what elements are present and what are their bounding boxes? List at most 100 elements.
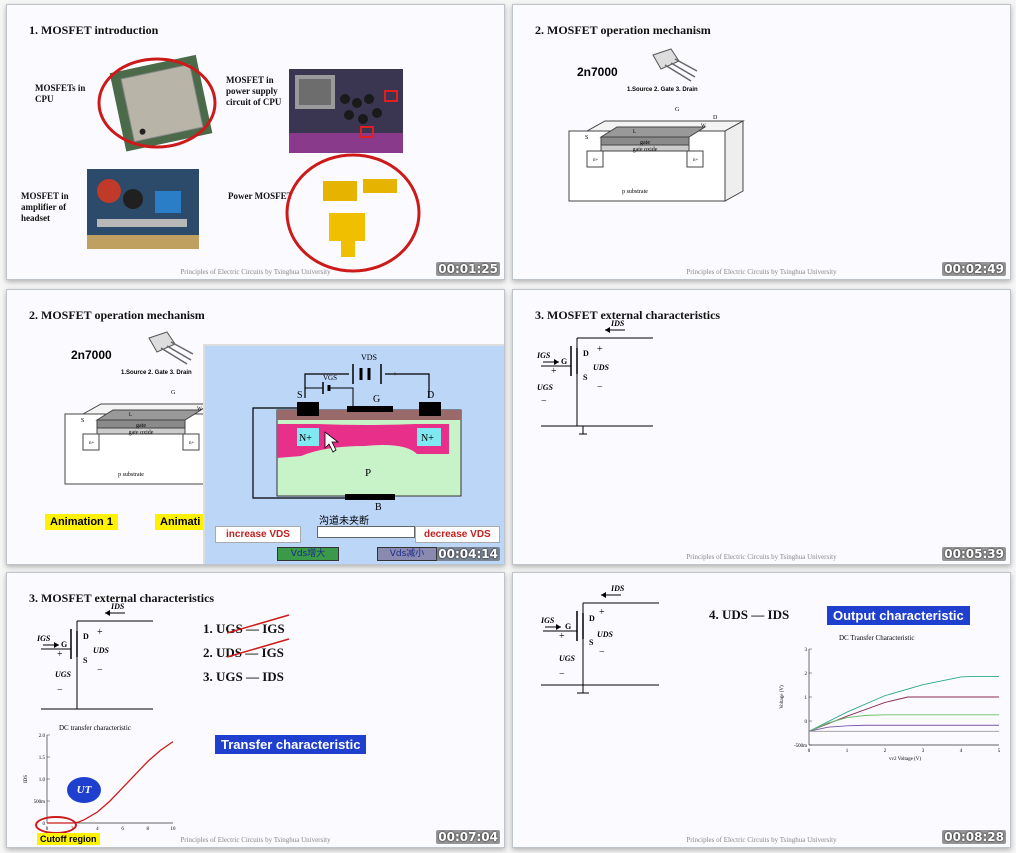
mosfet-structure-diagram: gate gate oxide p substrate n+ n+ S G D … xyxy=(568,107,745,202)
x-tick-label: 1 xyxy=(846,749,849,754)
series-line-1 xyxy=(47,741,174,824)
x-tick-label: 10 xyxy=(171,827,177,832)
plus-drain: + xyxy=(599,607,605,618)
animation-1-button[interactable]: Animation 1 xyxy=(45,514,118,530)
label-cpu: MOSFETs in CPU xyxy=(35,83,86,104)
thumbnail-1[interactable]: 1. MOSFET introduction MOSFETs in CPU MO… xyxy=(6,4,505,280)
igs-label: IGS xyxy=(36,634,51,643)
mosfet-structure-diagram: gate gate oxide p substrate n+ n+ S G D … xyxy=(64,390,211,485)
y-tick-label: 1.5 xyxy=(39,756,46,761)
label-headset: MOSFET in amplifier of headset xyxy=(21,191,69,223)
chart-title: DC Transfer Characteristic xyxy=(839,634,915,642)
sim-d: D xyxy=(427,390,434,401)
diagram-gate: gate xyxy=(640,140,650,146)
thumbnail-6[interactable]: IDS IGS G D S UDS UGS + − + − 4. UDS — I… xyxy=(512,572,1011,848)
sim-b: B xyxy=(375,502,382,513)
diagram-g: G xyxy=(675,107,680,113)
y-axis-label: IDS xyxy=(24,775,29,783)
sim-p: P xyxy=(365,467,371,479)
x-tick-label: 2 xyxy=(884,749,887,754)
x-tick-label: 3 xyxy=(922,749,925,754)
output-characteristic-label: Output characteristic xyxy=(827,606,970,625)
diagram-oxide: gate oxide xyxy=(129,430,154,436)
ut-bubble: UT xyxy=(67,777,101,803)
simulation-window[interactable]: VDS VGS + − S G D N+ N+ P B 沟道未夹断 increa… xyxy=(203,344,504,564)
ut-label: UT xyxy=(76,784,92,796)
diagram-l: L xyxy=(633,130,636,135)
diagram-l: L xyxy=(129,413,132,418)
y-tick-label: 3 xyxy=(805,648,808,653)
timestamp: 00:01:25 xyxy=(436,262,500,276)
label-psu: MOSFET in power supply circuit of CPU xyxy=(226,75,282,107)
slide-title: 2. MOSFET operation mechanism xyxy=(29,308,205,322)
y-axis-label: Voltage (V) xyxy=(780,685,785,709)
diagram-d: D xyxy=(713,115,718,121)
ugs-label: UGS xyxy=(559,654,576,663)
to92-package-icon xyxy=(652,48,698,82)
part-number: 2n7000 xyxy=(577,65,618,79)
series-line-3 xyxy=(808,714,999,732)
timestamp: 00:07:04 xyxy=(436,830,500,844)
cutoff-region-label: Cutoff region xyxy=(37,833,100,845)
diagram-n1: n+ xyxy=(593,158,599,163)
ugs-label: UGS xyxy=(537,383,554,392)
plus-gate: + xyxy=(551,366,557,377)
footer-text: Principles of Electric Circuits by Tsing… xyxy=(686,836,837,844)
x-tick-label: 4 xyxy=(960,749,963,754)
x-tick-label: 0 xyxy=(808,749,811,754)
chart-title: DC transfer characteristic xyxy=(59,724,131,732)
slide-title: 3. MOSFET external characteristics xyxy=(535,308,721,322)
minus-drain: − xyxy=(97,665,103,676)
relation-item-3: 3. UGS — IDS xyxy=(203,669,284,684)
diagram-w: W xyxy=(197,407,202,412)
footer-text: Principles of Electric Circuits by Tsing… xyxy=(686,553,837,561)
y-tick-label: 1 xyxy=(805,696,808,701)
vds-decrease-button[interactable]: Vds减小 xyxy=(377,547,437,561)
plus-drain: + xyxy=(597,344,603,355)
mosfet-circuit-diagram: IDS IGS G D S UDS UGS + − + − xyxy=(541,584,659,694)
thumbnail-5[interactable]: 3. MOSFET external characteristics IDS I… xyxy=(6,572,505,848)
x-tick-label: 8 xyxy=(147,827,150,832)
timestamp: 00:05:39 xyxy=(942,547,1006,561)
cutoff-oval xyxy=(35,816,77,834)
thumbnail-4[interactable]: 3. MOSFET external characteristics IDS I… xyxy=(512,289,1011,565)
slide-title: 4. UDS — IDS xyxy=(709,607,790,622)
sim-s: S xyxy=(297,390,303,401)
minus-gate: − xyxy=(541,396,547,407)
diagram-s: S xyxy=(81,418,84,424)
thumbnail-2[interactable]: 2. MOSFET operation mechanism 2n7000 1.S… xyxy=(512,4,1011,280)
footer-text: Principles of Electric Circuits by Tsing… xyxy=(180,268,331,276)
diagram-g: G xyxy=(171,390,176,396)
sim-vgs: VGS xyxy=(323,374,337,382)
diagram-n1: n+ xyxy=(89,441,95,446)
sim-minus: − xyxy=(341,370,345,378)
diagram-n2: n+ xyxy=(189,441,195,446)
channel-simulation: VDS VGS + − S G D N+ N+ P B xyxy=(252,353,462,513)
animation-2-button[interactable]: Animati xyxy=(155,514,206,530)
amplifier-photo xyxy=(87,169,199,249)
pinout-label: 1.Source 2. Gate 3. Drain xyxy=(627,87,698,93)
motherboard-photo xyxy=(289,69,403,153)
diagram-n2: n+ xyxy=(693,158,699,163)
x-tick-label: 4 xyxy=(96,827,99,832)
uds-label: UDS xyxy=(93,646,110,655)
thumbnail-3[interactable]: 2. MOSFET operation mechanism 2n7000 1.S… xyxy=(6,289,505,565)
s-label: S xyxy=(83,656,88,665)
x-axis-label: vv2 Voltage (V) xyxy=(889,757,921,762)
vds-increase-button[interactable]: Vds增大 xyxy=(277,547,339,561)
plus-gate: + xyxy=(559,631,565,642)
g-label: G xyxy=(561,357,567,366)
cpu-photo xyxy=(97,54,217,152)
diagram-substrate: p substrate xyxy=(118,472,144,478)
part-number: 2n7000 xyxy=(71,348,112,362)
mosfet-circuit-diagram: IDS IGS G D S UDS UGS + − + − xyxy=(536,319,653,435)
y-tick-label: 500m xyxy=(34,800,46,805)
ids-label: IDS xyxy=(610,319,625,328)
diagram-oxide: gate oxide xyxy=(633,147,658,153)
strike-through-marks xyxy=(227,614,290,658)
s-label: S xyxy=(589,638,594,647)
ids-label: IDS xyxy=(110,602,125,611)
slide-title: 2. MOSFET operation mechanism xyxy=(535,23,711,37)
y-tick-label: 2 xyxy=(805,672,808,677)
